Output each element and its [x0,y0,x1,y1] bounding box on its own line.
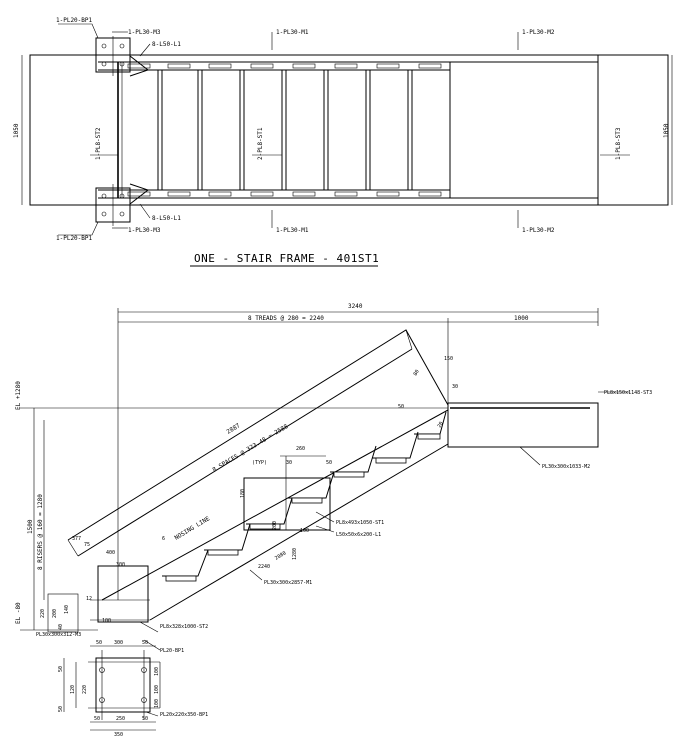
elev-dim-50b: 50 [398,404,404,410]
plan-baseplate-top [94,36,150,77]
plan-label-bp1-bottom: 1-PL20-BP1 [56,235,93,242]
plan-label-st3: 1-PL8-ST3 [615,127,622,160]
elev-dim-base-d: 40 [58,624,64,630]
elev-label-m1: PL30x300x2857-M1 [264,580,312,586]
plan-label-st1: 2-PL8-ST1 [257,127,264,160]
elev-dim-plate-w: 300 [116,562,125,568]
elev-dim-150: 150 [444,356,453,362]
elev-dim-base-a: 220 [40,609,46,618]
elev-dim-377: 377 [72,536,81,542]
elev-dim-50a: 50 [326,460,332,466]
bp-dim-side-220: 220 [82,685,88,694]
plan-label-l1-bottom: 8-L50-L1 [152,215,181,222]
bp-dim-bot-total: 350 [114,732,123,736]
elev-dim-100b: 100 [300,528,309,534]
plan-label-bp1-top: 1-PL20-BP1 [56,17,93,24]
plan-label-m3-top: 1-PL30-M3 [128,29,161,36]
elev-dim-75: 75 [84,542,90,548]
elev-dim-200: 200 [272,521,278,530]
elevation-treads [162,411,447,582]
elev-dim-height: 1500 [27,519,34,534]
baseplate-detail: 300 50 50 50 50 250 350 50 50 120 220 10… [58,640,208,736]
bp-dim-top-l: 50 [96,640,102,646]
elev-dim-base-b: 200 [52,609,58,618]
plan-label-m2-bottom: 1-PL30-M2 [522,227,555,234]
plan-dim-left-width: 1050 [13,123,20,138]
elev-nosing-line: NOSING LINE [173,515,211,542]
elev-label-m2: PL30x300x1033-M2 [542,464,590,470]
elev-dim-landing: 1000 [514,315,529,322]
elev-label-st1: PL8x493x1050-ST1 [336,520,384,526]
elev-dim-20: 20 [437,421,445,429]
elev-el-top: EL +1280 [15,381,22,410]
elev-dim-spaces: 8 SPACES @ 323.48 = 2588 [211,423,289,474]
elev-dim-typ: (TYP) [252,460,267,466]
elev-label-st3: PL8x150x1148-ST3 [604,390,652,396]
bp-dim-top-r: 50 [142,640,148,646]
bp-dim-side-100c: 100 [154,699,160,708]
elev-label-l1: L50x50x6x200-L1 [336,532,381,538]
elev-dim-6: 6 [162,536,165,542]
elev-dim-12: 12 [86,596,92,602]
bp-dim-side-50a: 50 [58,666,64,672]
plan-label-st2: 1-PL8-ST2 [95,127,102,160]
elev-dim-80: 80 [413,369,421,377]
bp-dim-bot-mid: 250 [116,716,125,722]
plan-label-l1-top: 8-L50-L1 [152,41,181,48]
elev-dim-260: 260 [296,446,305,452]
elev-dim-30b: 30 [452,384,458,390]
elev-dim-180: 180 [240,489,246,498]
plan-label-m1-top: 1-PL30-M1 [276,29,309,36]
elevation-view: 3240 8 TREADS @ 280 = 2240 1000 8 SPACES… [15,303,652,654]
plan-title: ONE - STAIR FRAME - 401ST1 [194,252,379,265]
bp-dim-side-50b: 50 [58,706,64,712]
elev-dim-30a: 30 [286,460,292,466]
plan-label-m1-bottom: 1-PL30-M1 [276,227,309,234]
elev-dim-1280: 1280 [292,548,298,560]
elev-label-m3: PL30x300x312-M3 [36,632,81,638]
elev-dim-treads: 8 TREADS @ 280 = 2240 [248,315,324,322]
plan-baseplate-bottom [94,183,150,226]
plan-view: 1-PL20-BP1 1-PL30-M3 8-L50-L1 1-PL30-M1 … [13,17,673,267]
plan-dim-right-width: 1050 [663,123,670,138]
plan-label-m3-bottom: 1-PL30-M3 [128,227,161,234]
bp-dim-bot-r: 50 [142,716,148,722]
elev-dim-100a: 100 [102,618,111,624]
bp-dim-side-120: 120 [70,685,76,694]
bp-dim-side-100b: 100 [154,685,160,694]
elev-dim-overall: 3240 [348,303,363,310]
elev-el-bottom: EL -80 [15,602,22,624]
bp-dim-side-100a: 100 [154,667,160,676]
elev-dim-base-c: 140 [64,605,70,614]
elev-dim-plate-h: 400 [106,550,115,556]
elev-dim-2240: 2240 [258,564,270,570]
bp-dim-top-w: 300 [114,640,123,646]
elev-label-st2: PL8x328x1000-ST2 [160,624,208,630]
elev-dim-risers: 8 RISERS @ 160 = 1280 [37,494,44,570]
plan-treads [127,63,442,197]
elev-dim-2080: 2080 [274,550,287,561]
bp-dim-bot-l: 50 [94,716,100,722]
elev-label-bp1: PL20-BP1 [160,648,184,654]
plan-label-m2-top: 1-PL30-M2 [522,29,555,36]
bp-label: PL20x220x350-BP1 [160,712,208,718]
